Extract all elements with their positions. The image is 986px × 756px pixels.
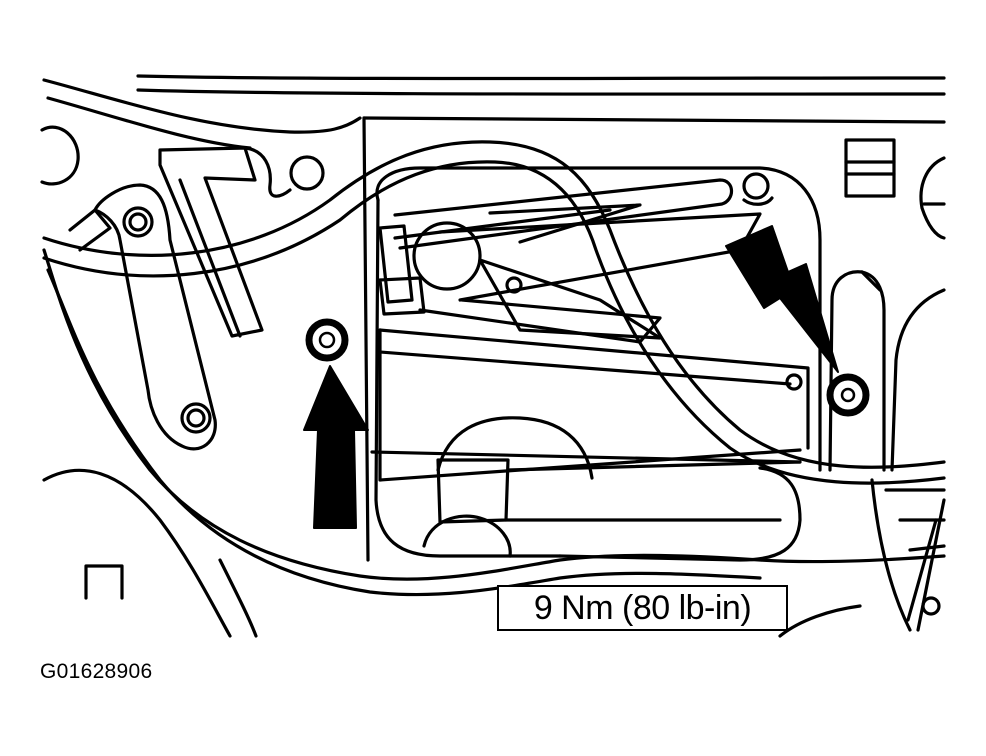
arrow-down-left-icon <box>725 225 839 373</box>
arrow-up-icon <box>303 365 369 529</box>
nut-icon <box>305 318 349 362</box>
regulator-motor <box>422 416 802 558</box>
regulator-linkage <box>378 178 762 344</box>
lower-trim-line <box>778 604 862 638</box>
cable-clip-icon <box>289 155 325 191</box>
figure-id: G01628906 <box>40 660 153 683</box>
left-bracket <box>40 125 292 451</box>
lower-left-detail <box>42 468 258 638</box>
torque-spec-label: 9 Nm (80 lb-in) <box>497 585 788 631</box>
bracket-bolt-icon <box>122 206 212 434</box>
bolt-icon <box>826 373 870 417</box>
door-panel-outline <box>42 74 946 562</box>
right-panel-structure <box>828 138 946 632</box>
pivot-icon <box>742 172 770 200</box>
